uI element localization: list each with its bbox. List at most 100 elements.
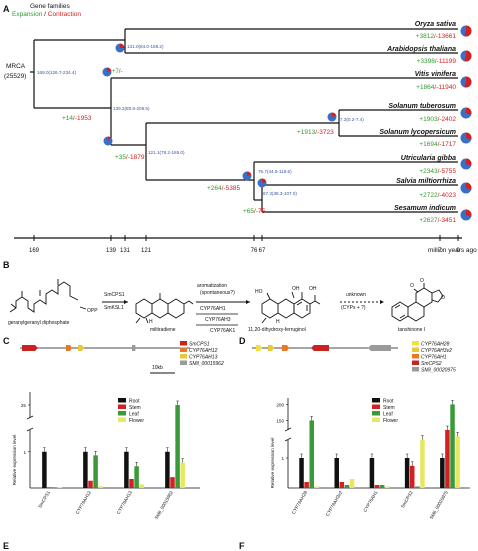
- node-divergence: 131.0(84.0-158.2): [127, 44, 164, 49]
- species-name: Sesamum indicum: [394, 205, 456, 212]
- bar: [57, 487, 62, 488]
- pie-red-slice: [464, 50, 472, 62]
- bar: [409, 465, 415, 488]
- enzyme-label: CYP76AH3: [205, 317, 231, 323]
- compound-ferruginol: 11,20-dihydroxy-ferruginol: [248, 327, 306, 333]
- node-change: +35/-1879: [115, 154, 145, 161]
- axis-tick-label: 121: [141, 248, 152, 254]
- bar: [440, 458, 445, 488]
- axis-tick-label: 139: [106, 248, 117, 254]
- node-divergence: 76.7(44.5-119.6): [258, 169, 292, 174]
- pie-red-slice: [108, 136, 111, 141]
- gene-arrow: [78, 345, 84, 351]
- tanshinone-structure: [391, 283, 444, 322]
- pie-red-slice: [464, 25, 472, 37]
- node-divergence: 7.3(0.2-7.4): [340, 117, 364, 122]
- node-change: +264/-5385: [207, 185, 240, 192]
- bar: [384, 486, 390, 488]
- axis-tick-label: 76: [251, 248, 258, 254]
- bar: [124, 451, 129, 488]
- bar: [42, 451, 47, 488]
- o-atom-label: O: [441, 295, 445, 301]
- gene-arrow: [66, 345, 72, 351]
- gene-arrow: [268, 345, 274, 351]
- species-change: +1864/-11940: [416, 84, 456, 91]
- bar: [83, 451, 88, 488]
- category-label: SmCPS1: [37, 490, 51, 509]
- category-label: CYP76AH28: [291, 490, 309, 515]
- legend-swatch: [118, 417, 126, 422]
- species-change: +2722/-4023: [419, 192, 456, 199]
- category-label: CYP76AH13: [116, 490, 134, 515]
- legend-label: CYP76AH12: [189, 348, 218, 354]
- opp-label: OPP: [87, 308, 98, 314]
- bar: [170, 477, 175, 488]
- legend-swatch: [118, 398, 126, 403]
- category-label: CYP76AH3v2: [325, 490, 344, 517]
- legend-swatch: [412, 367, 419, 372]
- oh-label: OH: [292, 286, 300, 292]
- axis-tick-label: 67: [259, 248, 266, 254]
- bar: [93, 455, 98, 488]
- panel-label-e: E: [3, 541, 9, 551]
- bar: [47, 487, 52, 488]
- gene-arrow: [132, 345, 136, 351]
- y-tick-label: 1: [23, 450, 26, 455]
- enzyme-label: SmKSL1: [104, 305, 124, 311]
- legend-label: CYP76AH13: [189, 355, 218, 361]
- root-count: (25529): [4, 73, 26, 80]
- axis-break-icon: [26, 415, 34, 432]
- gene-cluster-d: [252, 345, 398, 351]
- pie-red-slice: [332, 112, 337, 117]
- bar: [314, 486, 320, 488]
- species-name: Oryza sativa: [415, 21, 456, 28]
- species-name: Solanum tuberosum: [388, 103, 456, 110]
- bar: [404, 458, 410, 488]
- bar: [379, 485, 385, 488]
- axis-tick-label: 169: [29, 248, 40, 254]
- category-label: SMil_00020975: [429, 490, 450, 521]
- species-change: +2343/-5755: [419, 168, 456, 175]
- species-change: +1903/-2402: [419, 116, 456, 123]
- ggpp-structure: [9, 279, 87, 313]
- legend-swatch: [180, 360, 187, 365]
- legend-swatch: [180, 341, 187, 346]
- bar: [165, 451, 170, 488]
- pie-markers: [102, 25, 472, 221]
- axis-break-icon: [284, 427, 292, 442]
- gene-arrow: [311, 345, 329, 351]
- bar: [134, 466, 139, 488]
- y-tick-label: 150: [276, 418, 284, 423]
- gene-arrow: [22, 345, 38, 351]
- species-name: Arabidopsis thaliana: [386, 46, 456, 53]
- arrowhead-icon: [380, 300, 384, 304]
- legend-label: SMil_00020975: [421, 368, 456, 374]
- compound-miltiradiene: miltiradiene: [150, 327, 176, 333]
- legend-label: Leaf: [129, 412, 139, 418]
- pathway-note: (spontaneous?): [200, 290, 235, 296]
- species-name: Salvia miltiorrhiza: [396, 178, 456, 185]
- compound-tanshinone: tanshinone I: [398, 327, 425, 333]
- axis-tick-label: 7: [438, 248, 442, 254]
- legend-label: Stem: [129, 405, 141, 411]
- legend-label: Flower: [129, 418, 144, 424]
- pie-red-slice: [120, 43, 125, 48]
- pathway-note: unknown: [346, 292, 366, 298]
- category-label: SMil_00015962: [154, 490, 175, 521]
- species-change: +3812/-13661: [416, 33, 457, 40]
- species-change: +2627/-3451: [419, 217, 456, 224]
- bar: [339, 482, 345, 488]
- pathway-note: (CYPs + ?): [341, 305, 366, 311]
- panel-label-a: A: [3, 4, 10, 14]
- bar: [455, 436, 460, 488]
- panel-label-c: C: [3, 336, 10, 346]
- legend-swatch: [412, 354, 419, 359]
- panel-label-b: B: [3, 260, 10, 270]
- axis-unit: million years ago: [428, 247, 477, 254]
- legend-label: Root: [129, 399, 140, 405]
- pie-red-slice: [466, 209, 472, 217]
- pie-red-slice: [262, 178, 267, 183]
